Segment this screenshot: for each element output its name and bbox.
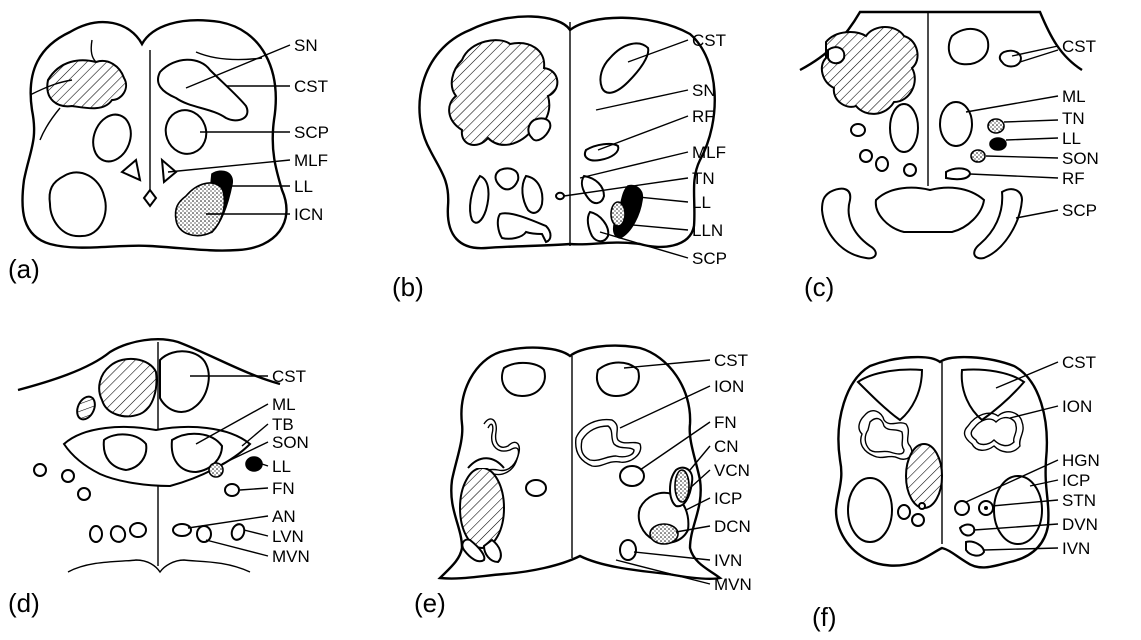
panel-e-label-cn: CN [714, 437, 739, 456]
panel-d-an [173, 524, 191, 536]
panel-a-label-mlf: MLF [294, 151, 328, 170]
panel-a-label-scp: SCP [294, 123, 329, 142]
panel-c-label-tn: TN [1062, 109, 1085, 128]
panel-e-label-dcn: DCN [714, 517, 751, 536]
panel-e-dcn-mark [650, 524, 678, 544]
panel-b-label-lln: LLN [692, 221, 723, 240]
leader-line [240, 488, 268, 490]
panel-f-label-stn: STN [1062, 491, 1096, 510]
panel-c: CST ML TN LL SON RF SCP (c) [800, 12, 1099, 302]
panel-c-label-rf: RF [1062, 169, 1085, 188]
panel-f: CST ION HGN ICP STN DVN IVN (f) [812, 353, 1100, 632]
panel-c-label-son: SON [1062, 149, 1099, 168]
panel-c-lesion [822, 27, 918, 114]
panel-e-label-icp: ICP [714, 489, 742, 508]
leader-line [986, 156, 1058, 158]
panel-f-label-hgn: HGN [1062, 451, 1100, 470]
panel-d-lvn [230, 522, 247, 541]
panel-a-label-sn: SN [294, 36, 318, 55]
panel-c-label-ml: ML [1062, 87, 1086, 106]
panel-b-label-tn: TN [692, 169, 715, 188]
panel-d-label-mvn: MVN [272, 547, 310, 566]
panel-d-label-son: SON [272, 433, 309, 452]
leader-line [966, 96, 1058, 112]
panel-f-hgn [955, 501, 969, 515]
panel-d-cst [160, 351, 209, 412]
panel-d-label-ml: ML [272, 395, 296, 414]
leader-line [188, 516, 268, 528]
panel-b-label-rf: RF [692, 107, 715, 126]
panel-c-ml-left [890, 104, 918, 152]
panel-e-vcn-mark [675, 470, 689, 502]
panel-f-lesion [906, 444, 942, 508]
panel-f-label-cst: CST [1062, 353, 1096, 372]
panel-d-ll-mark [246, 457, 262, 471]
panel-e-lesion [460, 468, 504, 548]
panel-d-label-fn: FN [272, 479, 295, 498]
panel-b-label-ll: LL [692, 193, 711, 212]
panel-b-label-mlf: MLF [692, 143, 726, 162]
panel-c-label: (c) [804, 272, 834, 302]
panel-d-label-an: AN [272, 507, 296, 526]
panel-e-label-fn: FN [714, 413, 737, 432]
panel-d-lesion [99, 359, 156, 416]
panel-e: CST ION FN CN VCN ICP DCN IVN MVN (e) [414, 346, 752, 618]
leader-line [244, 530, 268, 536]
panel-c-son-mark [971, 150, 985, 162]
panel-a-label: (a) [8, 254, 40, 284]
leader-line [1006, 138, 1058, 140]
panel-b-lln-mark [611, 202, 625, 226]
panel-d-label-cst: CST [272, 367, 306, 386]
leader-line [242, 424, 268, 446]
panel-a-icn-left [50, 172, 106, 236]
panel-c-label-cst: CST [1062, 37, 1096, 56]
panel-b-label-scp: SCP [692, 249, 727, 268]
panel-f-label-dvn: DVN [1062, 515, 1098, 534]
panel-c-cst [949, 29, 988, 64]
panel-a-label-icn: ICN [294, 205, 323, 224]
panel-b-label-cst: CST [692, 31, 726, 50]
panel-a: SN CST SCP MLF LL ICN (a) [8, 20, 329, 284]
leader-line [1016, 210, 1058, 218]
panel-c-label-scp: SCP [1062, 201, 1097, 220]
panel-c-label-ll: LL [1062, 129, 1081, 148]
panel-d-label-tb: TB [272, 415, 294, 434]
panel-b-tn-mark [556, 193, 564, 199]
panel-e-label-cst: CST [714, 351, 748, 370]
panel-d: CST ML TB SON LL FN AN LVN MVN (d) [8, 339, 310, 618]
leader-line [262, 464, 268, 466]
panel-f-dvn [960, 525, 974, 536]
panel-c-scp [822, 189, 876, 259]
panel-b: CST SN RF MLF TN LL LLN SCP (b) [392, 16, 727, 302]
leader-line [970, 174, 1058, 178]
panel-f-label-ivn: IVN [1062, 539, 1090, 558]
panel-e-label-ivn: IVN [714, 551, 742, 570]
panel-e-label: (e) [414, 588, 446, 618]
panel-a-label-cst: CST [294, 77, 328, 96]
panel-f-label-icp: ICP [1062, 471, 1090, 490]
panel-d-mvn [197, 526, 211, 542]
panel-e-label-ion: ION [714, 377, 744, 396]
panel-e-ivn [620, 540, 636, 560]
panel-e-label-vcn: VCN [714, 461, 750, 480]
panel-d-fn [225, 484, 239, 496]
panel-b-label: (b) [392, 272, 424, 302]
leader-line [206, 540, 268, 556]
panel-d-label: (d) [8, 588, 40, 618]
panel-c-ll-mark [990, 138, 1006, 150]
panel-d-tb [64, 427, 250, 486]
panel-a-label-ll: LL [294, 177, 313, 196]
panel-c-rf [946, 168, 970, 179]
panel-c-tn-mark [988, 119, 1004, 133]
panel-f-label-ion: ION [1062, 397, 1092, 416]
leader-line [1004, 120, 1058, 122]
panel-f-label: (f) [812, 602, 837, 632]
panel-c-ml-right [940, 102, 972, 146]
panel-d-son-mark [209, 463, 223, 477]
panel-d-label-ll: LL [272, 457, 291, 476]
panel-b-label-sn: SN [692, 81, 716, 100]
panel-e-label-mvn: MVN [714, 575, 752, 594]
panel-d-label-lvn: LVN [272, 527, 304, 546]
